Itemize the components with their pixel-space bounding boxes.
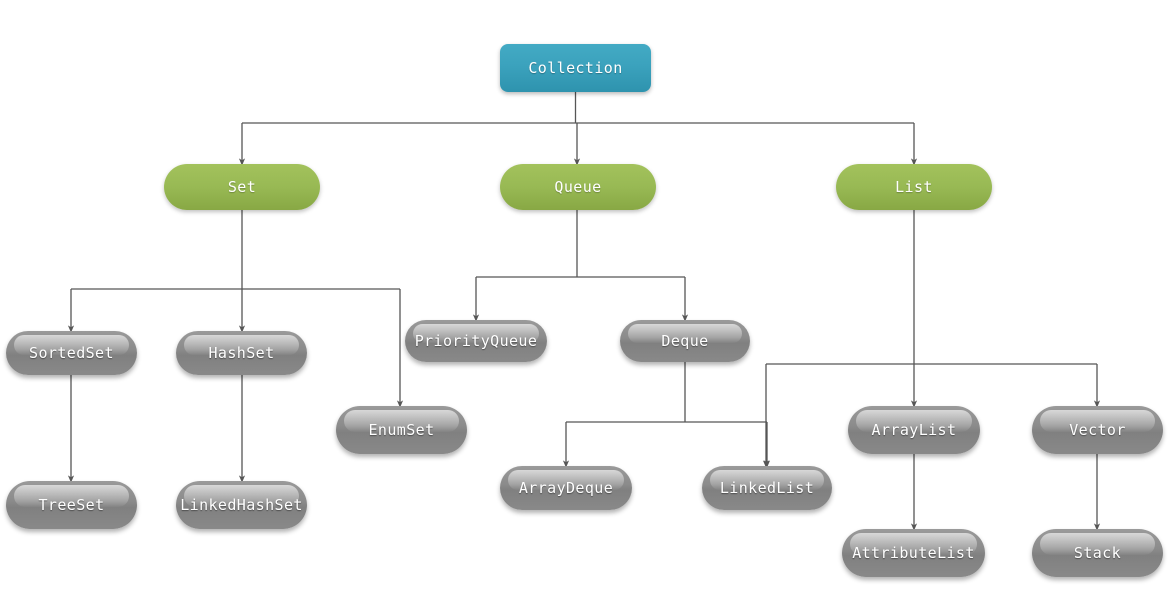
node-label: LinkedHashSet — [180, 495, 303, 514]
node-linkedlist[interactable]: LinkedList — [702, 466, 832, 510]
node-set[interactable]: Set — [164, 164, 320, 210]
node-label: AttributeList — [852, 543, 975, 562]
node-attributelist[interactable]: AttributeList — [842, 529, 985, 577]
node-arraylist[interactable]: ArrayList — [848, 406, 980, 454]
node-label: TreeSet — [38, 495, 105, 514]
node-label: Deque — [661, 331, 709, 350]
node-vector[interactable]: Vector — [1032, 406, 1163, 454]
node-hashset[interactable]: HashSet — [176, 331, 307, 375]
node-label: LinkedList — [719, 478, 815, 497]
node-label: EnumSet — [368, 420, 435, 439]
node-label: HashSet — [208, 343, 275, 362]
node-enumset[interactable]: EnumSet — [336, 406, 467, 454]
node-label: ArrayDeque — [518, 478, 614, 497]
node-label: Set — [227, 177, 257, 196]
node-linkedhashset[interactable]: LinkedHashSet — [176, 481, 307, 529]
node-label: PriorityQueue — [414, 331, 538, 350]
node-treeset[interactable]: TreeSet — [6, 481, 137, 529]
node-priorityqueue[interactable]: PriorityQueue — [405, 320, 547, 362]
node-label: Vector — [1069, 420, 1126, 439]
node-collection[interactable]: Collection — [500, 44, 651, 92]
node-label: Queue — [554, 177, 602, 196]
node-label: Stack — [1073, 543, 1122, 562]
node-label: List — [895, 177, 933, 196]
node-arraydeque[interactable]: ArrayDeque — [500, 466, 632, 510]
node-label: Collection — [528, 58, 623, 77]
node-queue[interactable]: Queue — [500, 164, 656, 210]
node-stack[interactable]: Stack — [1032, 529, 1163, 577]
node-list[interactable]: List — [836, 164, 992, 210]
node-deque[interactable]: Deque — [620, 320, 750, 362]
node-label: ArrayList — [871, 420, 957, 439]
node-label: SortedSet — [29, 343, 114, 362]
node-sortedset[interactable]: SortedSet — [6, 331, 137, 375]
